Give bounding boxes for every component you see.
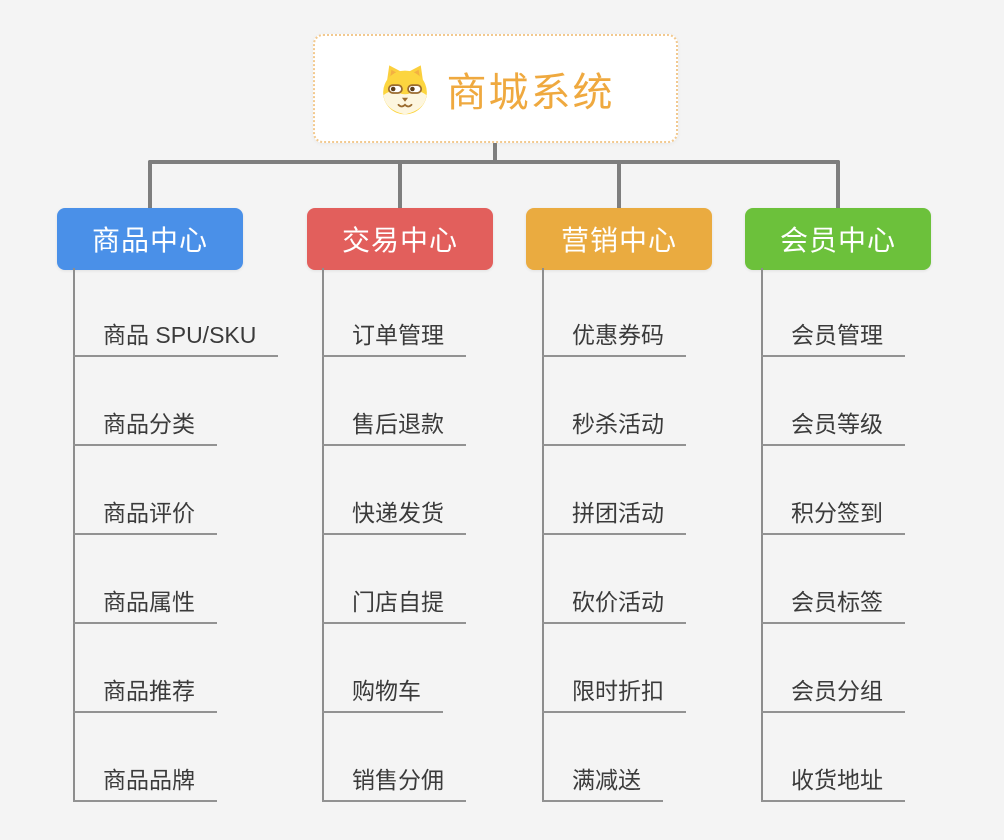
leaf-node[interactable]: 会员管理 xyxy=(761,321,905,357)
connector-drop-marketing xyxy=(617,160,621,210)
leaf-node[interactable]: 门店自提 xyxy=(322,588,466,624)
root-title: 商城系统 xyxy=(446,70,615,115)
leaf-node[interactable]: 商品 SPU/SKU xyxy=(73,321,279,357)
connector-bus xyxy=(148,160,840,164)
leaf-node[interactable]: 秒杀活动 xyxy=(542,410,686,446)
branch-node-member[interactable]: 会员中心 xyxy=(745,208,931,270)
leaf-node[interactable]: 销售分佣 xyxy=(322,766,466,802)
leaf-node[interactable]: 售后退款 xyxy=(322,410,466,446)
connector-spine-member xyxy=(761,268,763,802)
leaf-node[interactable]: 会员标签 xyxy=(761,588,905,624)
leaf-node[interactable]: 会员分组 xyxy=(761,677,905,713)
connector-root-stem xyxy=(493,142,497,162)
connector-spine-marketing xyxy=(542,268,544,802)
leaf-node[interactable]: 收货地址 xyxy=(761,766,905,802)
leaf-node[interactable]: 快递发货 xyxy=(322,499,466,535)
shiba-dog-icon xyxy=(377,61,433,117)
leaf-node[interactable]: 商品分类 xyxy=(73,410,217,446)
branch-node-marketing[interactable]: 营销中心 xyxy=(526,208,712,270)
leaf-node[interactable]: 会员等级 xyxy=(761,410,905,446)
leaf-node[interactable]: 满减送 xyxy=(542,766,663,802)
branch-node-product[interactable]: 商品中心 xyxy=(57,208,243,270)
connector-spine-trade xyxy=(322,268,324,802)
leaf-node[interactable]: 商品推荐 xyxy=(73,677,217,713)
leaf-node[interactable]: 商品评价 xyxy=(73,499,217,535)
leaf-node[interactable]: 拼团活动 xyxy=(542,499,686,535)
leaf-node[interactable]: 积分签到 xyxy=(761,499,905,535)
connector-drop-member xyxy=(836,160,840,210)
connector-spine-product xyxy=(73,268,75,802)
connector-drop-product xyxy=(148,160,152,210)
root-node[interactable]: 商城系统 xyxy=(313,34,678,143)
leaf-node[interactable]: 商品属性 xyxy=(73,588,217,624)
branch-node-trade[interactable]: 交易中心 xyxy=(307,208,493,270)
leaf-node[interactable]: 限时折扣 xyxy=(542,677,686,713)
leaf-node[interactable]: 购物车 xyxy=(322,677,443,713)
leaf-node[interactable]: 砍价活动 xyxy=(542,588,686,624)
connector-drop-trade xyxy=(398,160,402,210)
leaf-node[interactable]: 订单管理 xyxy=(322,321,466,357)
leaf-node[interactable]: 优惠券码 xyxy=(542,321,686,357)
leaf-node[interactable]: 商品品牌 xyxy=(73,766,217,802)
